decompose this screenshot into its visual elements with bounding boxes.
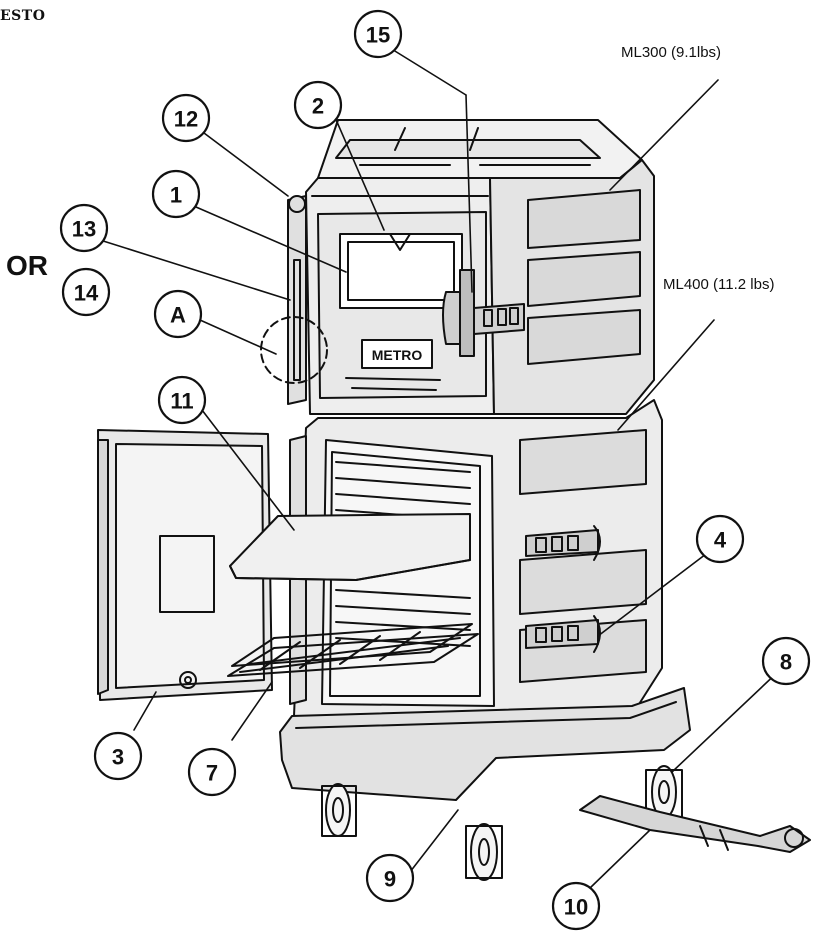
dolly-base (279, 687, 811, 881)
callout-14: 14 (74, 281, 99, 306)
callout-4: 4 (714, 528, 727, 553)
callout-10: 10 (564, 895, 588, 920)
open-door (97, 429, 273, 701)
brand-text: ESTO (0, 8, 46, 24)
wire-rack (227, 623, 479, 677)
callout-7: 7 (206, 761, 218, 786)
callout-8: 8 (780, 650, 792, 675)
leader-lines (99, 47, 783, 889)
callout-3: 3 (112, 745, 124, 770)
callout-1: 1 (170, 183, 182, 208)
callout-circles (59, 9, 811, 931)
callout-15: 15 (366, 23, 390, 48)
callout-13: 13 (72, 217, 96, 242)
callout-9: 9 (384, 867, 396, 892)
upper-cabinet (260, 119, 655, 415)
callout-2: 2 (312, 94, 324, 119)
callout-A: A (170, 303, 186, 328)
or-label: OR (6, 250, 48, 281)
shelf (229, 513, 471, 581)
ml400-weight-label: ML400 (11.2 lbs) (663, 276, 775, 293)
logo-text: METRO (372, 347, 423, 363)
ml300-weight-label: ML300 (9.1lbs) (621, 44, 722, 61)
callout-12: 12 (174, 107, 198, 132)
callout-11: 11 (170, 389, 193, 414)
